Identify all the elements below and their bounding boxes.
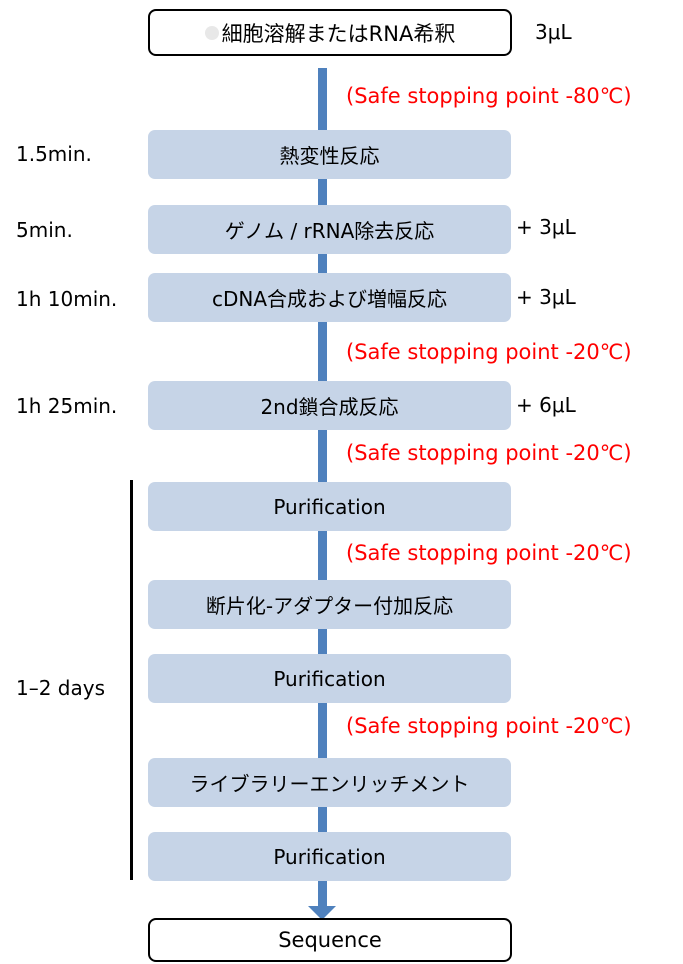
stop-point-5: (Safe stopping point -20℃) <box>346 714 632 738</box>
range-label: 1–2 days <box>16 676 106 700</box>
step-purification: Purification <box>148 482 511 531</box>
step-time: 1h 10min. <box>16 287 118 311</box>
step-cdna-synthesis: cDNA合成および増幅反応 <box>148 273 511 322</box>
step-label: Purification <box>273 844 386 869</box>
end-box: Sequence <box>148 918 512 962</box>
step-heat-denature: 熱変性反応 <box>148 130 511 179</box>
step-label: ライブラリーエンリッチメント <box>189 772 470 796</box>
step-library-enrichment: ライブラリーエンリッチメント <box>148 758 511 807</box>
step-label: Purification <box>273 666 386 691</box>
step-label: 2nd鎖合成反応 <box>260 395 399 419</box>
step-purification: Purification <box>148 654 511 703</box>
flow-arrow-head <box>308 906 336 920</box>
range-bracket-line <box>130 480 133 880</box>
step-label: Purification <box>273 494 386 519</box>
step-purification: Purification <box>148 832 511 881</box>
start-box-label: 細胞溶解またはRNA希釈 <box>221 21 456 46</box>
stop-point-4: (Safe stopping point -20℃) <box>346 541 632 565</box>
end-box-label: Sequence <box>278 928 382 952</box>
stop-point-3: (Safe stopping point -20℃) <box>346 441 632 465</box>
stop-point-2: (Safe stopping point -20℃) <box>346 340 632 364</box>
step-time: 1h 25min. <box>16 394 118 418</box>
step-time: 5min. <box>16 218 73 242</box>
step-fragmentation-adapter: 断片化-アダプター付加反応 <box>148 580 511 629</box>
step-amount: + 3μL <box>516 285 576 309</box>
step-time: 1.5min. <box>16 142 92 166</box>
cell-icon <box>204 25 219 40</box>
step-amount: + 6μL <box>516 393 576 417</box>
step-second-strand: 2nd鎖合成反応 <box>148 381 511 430</box>
stop-point-1: (Safe stopping point -80℃) <box>346 84 632 108</box>
step-label: cDNA合成および増幅反応 <box>211 287 448 311</box>
step-genome-rrna-removal: ゲノム / rRNA除去反応 <box>148 205 511 254</box>
start-box: 細胞溶解またはRNA希釈 <box>148 9 512 56</box>
start-amount: 3μL <box>535 20 572 44</box>
step-amount: + 3μL <box>516 215 576 239</box>
step-label: ゲノム / rRNA除去反応 <box>224 219 435 243</box>
step-label: 断片化-アダプター付加反応 <box>205 594 454 618</box>
step-label: 熱変性反応 <box>279 144 380 168</box>
